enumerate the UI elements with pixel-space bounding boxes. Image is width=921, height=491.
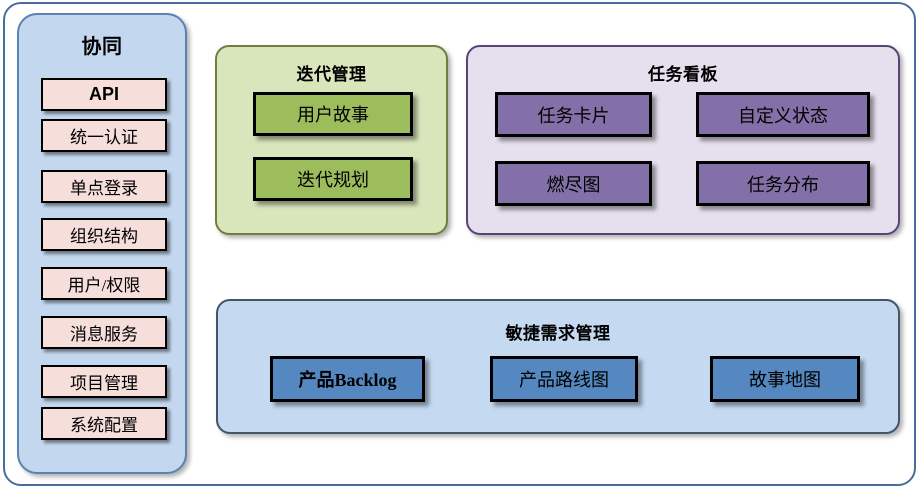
- box-task-card[interactable]: 任务卡片: [495, 92, 652, 137]
- sidebar-item-api[interactable]: API: [41, 78, 167, 111]
- box-user-story[interactable]: 用户故事: [253, 92, 413, 136]
- box-burndown-chart[interactable]: 燃尽图: [495, 161, 652, 206]
- box-custom-status[interactable]: 自定义状态: [696, 92, 870, 137]
- task-board-panel: 任务看板 任务卡片 自定义状态 燃尽图 任务分布: [466, 45, 900, 235]
- sidebar-item-user-permission[interactable]: 用户/权限: [41, 267, 167, 300]
- box-task-distribution[interactable]: 任务分布: [696, 161, 870, 206]
- box-product-roadmap[interactable]: 产品路线图: [490, 356, 638, 402]
- box-story-map[interactable]: 故事地图: [710, 356, 860, 402]
- sidebar-item-sso[interactable]: 单点登录: [41, 170, 167, 203]
- agile-requirements-panel: 敏捷需求管理 产品Backlog 产品路线图 故事地图: [216, 299, 900, 434]
- sidebar-item-message-service[interactable]: 消息服务: [41, 316, 167, 349]
- collaboration-panel-title: 协同: [81, 36, 123, 58]
- iteration-management-title: 迭代管理: [296, 65, 367, 84]
- collaboration-panel: 协同 API 统一认证 单点登录 组织结构 用户/权限 消息服务 项目管理 系统…: [17, 13, 187, 474]
- box-iteration-planning[interactable]: 迭代规划: [253, 157, 413, 201]
- sidebar-item-project-mgmt[interactable]: 项目管理: [41, 365, 167, 398]
- sidebar-item-org-structure[interactable]: 组织结构: [41, 218, 167, 251]
- sidebar-item-system-config[interactable]: 系统配置: [41, 407, 167, 440]
- iteration-management-panel: 迭代管理 用户故事 迭代规划: [215, 45, 448, 235]
- task-board-title: 任务看板: [648, 65, 718, 84]
- sidebar-item-unified-auth[interactable]: 统一认证: [41, 119, 167, 152]
- agile-requirements-title: 敏捷需求管理: [505, 324, 611, 343]
- box-product-backlog[interactable]: 产品Backlog: [270, 356, 425, 402]
